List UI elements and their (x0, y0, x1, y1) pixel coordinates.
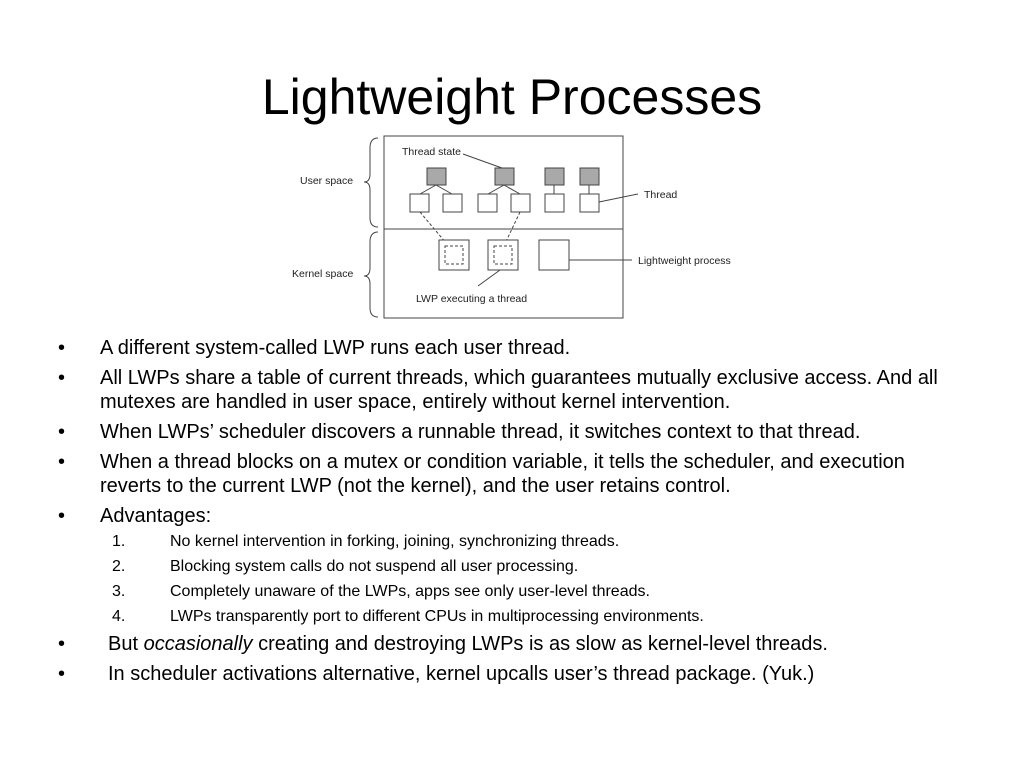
bullet-glyph: • (58, 505, 66, 527)
bullet-text: When a thread blocks on a mutex or condi… (100, 451, 905, 497)
bullet-item: • All LWPs share a table of current thre… (58, 366, 968, 414)
thread-box-1 (409, 193, 430, 213)
bullet-text-part: creating and destroying LWPs is as slow … (252, 633, 828, 655)
advantage-item: 4. LWPs transparently port to different … (58, 607, 968, 627)
bullet-text: All LWPs share a table of current thread… (100, 367, 938, 413)
bullet-list: • A different system-called LWP runs eac… (58, 336, 968, 692)
thread-box-2 (442, 193, 463, 213)
lwp-inner-thread-1 (444, 245, 464, 265)
bullet-item: • Advantages: (58, 504, 968, 528)
advantage-text: Blocking system calls do not suspend all… (170, 558, 579, 575)
bullet-text-part: But (108, 633, 144, 655)
bullet-text: When LWPs’ scheduler discovers a runnabl… (100, 421, 861, 443)
lwp-executing-label: LWP executing a thread (416, 293, 527, 305)
advantage-number: 3. (112, 583, 126, 600)
advantage-text: LWPs transparently port to different CPU… (170, 608, 704, 625)
advantage-number: 4. (112, 608, 126, 625)
lightweight-process-label: Lightweight process (638, 255, 731, 267)
advantage-number: 1. (112, 533, 126, 550)
user-space-brace (363, 137, 379, 228)
thread-state-box-4 (579, 167, 600, 186)
bullet-glyph: • (58, 633, 66, 655)
connector (419, 184, 437, 195)
bullet-item: • In scheduler activations alternative, … (58, 662, 968, 686)
lwp-box-3 (538, 239, 570, 271)
advantage-item: 2. Blocking system calls do not suspend … (58, 557, 968, 577)
lwp-inner-thread-2 (493, 245, 513, 265)
advantage-text: No kernel intervention in forking, joini… (170, 533, 620, 550)
thread-state-label: Thread state (402, 146, 461, 158)
bullet-item: • When a thread blocks on a mutex or con… (58, 450, 968, 498)
bullet-glyph: • (58, 663, 66, 685)
thread-state-pointer (462, 153, 503, 169)
user-space-label: User space (300, 175, 353, 187)
kernel-space-label: Kernel space (292, 268, 353, 280)
bullet-glyph: • (58, 367, 66, 389)
diagram-frame (383, 135, 624, 319)
bullet-glyph: • (58, 337, 66, 359)
bullet-glyph: • (58, 421, 66, 443)
bullet-text: A different system-called LWP runs each … (100, 337, 571, 359)
bullet-item: • But occasionally creating and destroyi… (58, 632, 968, 656)
bullet-text: In scheduler activations alternative, ke… (108, 663, 815, 685)
bullet-glyph: • (58, 451, 66, 473)
thread-box-5 (544, 193, 565, 213)
bullet-text: Advantages: (100, 505, 212, 527)
kernel-space-brace (363, 231, 379, 318)
thread-box-6 (579, 193, 600, 213)
connector (435, 184, 453, 195)
bullet-emphasis: occasionally (143, 633, 253, 655)
advantage-item: 1. No kernel intervention in forking, jo… (58, 532, 968, 552)
lwp-box-1 (438, 239, 470, 271)
thread-label: Thread (644, 189, 677, 201)
bullet-item: • A different system-called LWP runs eac… (58, 336, 968, 360)
advantage-item: 3. Completely unaware of the LWPs, apps … (58, 582, 968, 602)
advantage-text: Completely unaware of the LWPs, apps see… (170, 583, 650, 600)
bullet-text: But occasionally creating and destroying… (100, 632, 968, 656)
thread-pointer (598, 193, 639, 203)
thread-state-box-2 (494, 167, 515, 186)
lwp-diagram: User space Kernel space Thread state (282, 130, 752, 325)
connector (487, 184, 505, 195)
executing-pointer (477, 269, 501, 287)
connector (503, 184, 521, 195)
thread-box-4 (510, 193, 531, 213)
bullet-item: • When LWPs’ scheduler discovers a runna… (58, 420, 968, 444)
lwp-box-2 (487, 239, 519, 271)
lwp-diagram-svg: User space Kernel space Thread state (292, 135, 731, 319)
thread-box-3 (477, 193, 498, 213)
thread-state-box-1 (426, 167, 447, 186)
slide-title: Lightweight Processes (261, 69, 763, 125)
advantage-number: 2. (112, 558, 126, 575)
thread-state-box-3 (544, 167, 565, 186)
